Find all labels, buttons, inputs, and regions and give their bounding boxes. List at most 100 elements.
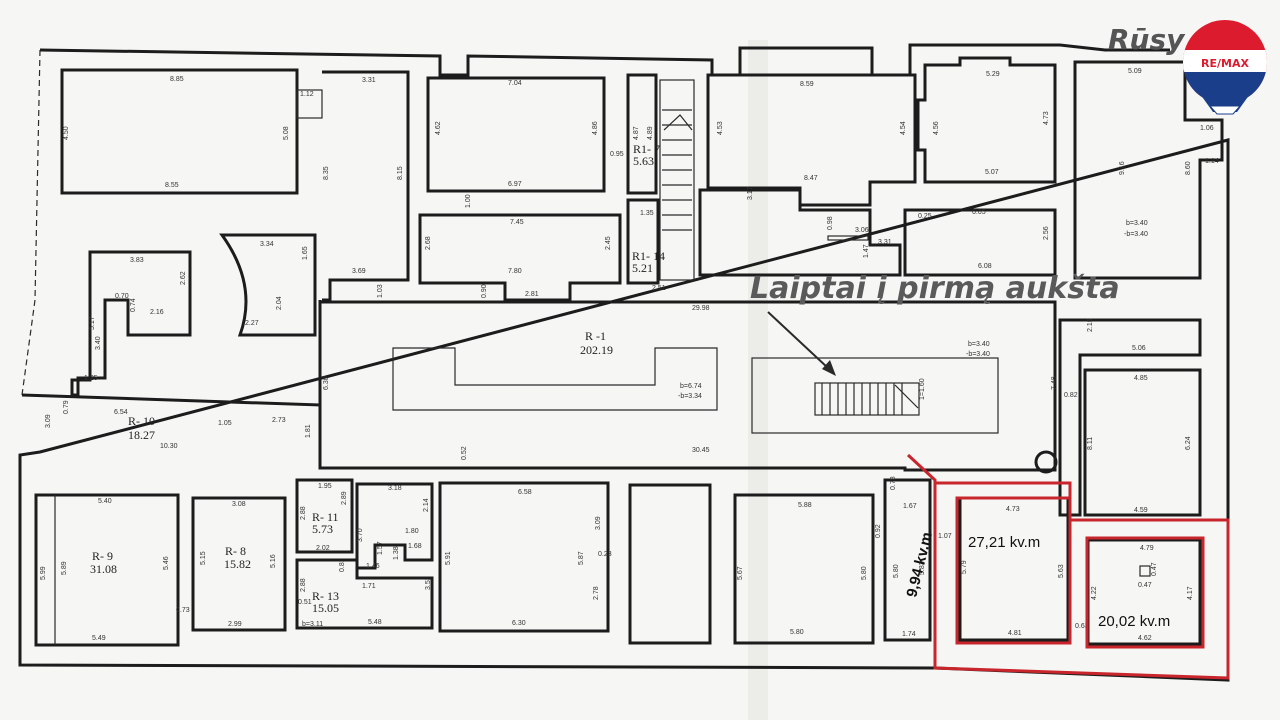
dim: 1.07 [938,533,952,540]
brand-partial-title: Rūsy [1108,23,1186,56]
dim: 1.81 [305,424,312,438]
dim: 8.35 [323,166,330,180]
room-name: R- 11 [312,510,339,524]
room-tall-left: 3.31 8.35 8.15 3.69 [322,70,410,302]
room-area: 15.05 [312,601,339,615]
dim: 7.48 [1051,376,1058,390]
dim: 7.45 [510,219,524,226]
dim: 1.25 [84,375,98,382]
stairs-center: 1=1.60 b=3.40 -b=3.40 [751,341,999,434]
dim: 6.97 [508,181,522,188]
dim: 5.80 [861,566,868,580]
remax-logo-text: RE/MAX [1201,57,1249,70]
room-area: 5.63 [633,154,654,168]
dim: 5.29 [986,71,1000,78]
dim: 2.88 [300,506,307,520]
dim: 5.80 [790,629,804,636]
dim: 2.15 [1087,318,1094,332]
room-name: R- 8 [225,544,246,558]
room-area: 18.27 [128,428,155,442]
room-far-right-top: 5.09 9.16 1.06 8.60 1.14 b=3.40 -b=3.40 [1073,60,1224,280]
dim: 8.55 [165,182,179,189]
dim: 1.80 [405,528,419,535]
room-left-mid: 3.83 2.62 5.17 3.40 0.70 0.74 2.16 1.25 [70,250,192,397]
dim: 5.83 [919,561,926,575]
dim: 2.56 [1043,226,1050,240]
room-area: 31.08 [90,562,117,576]
dim: 6.30 [512,620,526,627]
dim: 7.80 [508,268,522,275]
dim: 1.95 [318,483,332,490]
dim: 0.25 [918,213,932,220]
dim: 5.99 [40,566,47,580]
dim: 4.89 [647,126,654,140]
column-round [1034,450,1058,474]
dim: 1.38 [393,546,400,560]
dim: 4.59 [1134,507,1148,514]
dim: 2.68 [425,236,432,250]
dim: 5.91 [445,551,452,565]
room-wc: 3.18 2.14 1.80 3.70 1.57 1.38 1.68 1.46 … [339,482,434,590]
dim: 5.40 [98,498,112,505]
dim: 7.04 [508,80,522,87]
dim: 1.06 [1200,125,1214,132]
dim: 4.54 [900,121,907,135]
dim: 4.73 [1043,111,1050,125]
dim: 6.58 [518,489,532,496]
dim: 2.27 [245,320,259,327]
dim: 5.49 [92,635,106,642]
dim: 4.85 [1134,375,1148,382]
dim: 2.02 [316,545,330,552]
dim: 5.15 [200,551,207,565]
room-r17: 4.87 4.89 R1- 7 5.63 [626,73,660,195]
dim: b=6.74 [680,383,702,390]
dim: 2.04 [276,296,283,310]
dim: 3.09 [45,414,52,428]
dim: 2.99 [228,621,242,628]
dim: 3.70 [357,528,364,542]
dim: 1.46 [366,563,380,570]
dim: 2.89 [341,491,348,505]
dim: 3.40 [95,336,102,350]
room-area: 5.21 [632,261,653,275]
dim: 4.87 [633,126,640,140]
room-curved: 3.34 1.65 2.04 2.27 [219,233,317,337]
room-top-right-a: 8.59 4.53 4.54 8.47 [706,73,917,207]
dim: 4.53 [717,121,724,135]
room-narrow-corridor: 0.78 1.67 0.92 1.07 5.80 5.83 1.74 [875,476,952,642]
dim: 29.98 [692,305,710,312]
room-top-center: 7.04 4.62 4.86 6.97 0.95 [426,76,624,193]
dim: b=3.40 [1126,220,1148,227]
dim: 2.45 [605,236,612,250]
dim: 2.88 [300,578,307,592]
room-r9: 5.40 5.99 5.89 R- 9 31.08 5.46 5.49 0.73 [34,493,190,647]
room-bottom-right-a: 5.88 5.67 5.80 5.80 [733,493,875,645]
dim: 2.81 [525,291,539,298]
dim: 6.24 [1185,436,1192,450]
dim: 1.71 [362,583,376,590]
dim: 5.09 [1128,68,1142,75]
dim: 4.56 [933,121,940,135]
dim: 0.90 [481,284,488,298]
room-r13: 2.88 R- 13 15.05 0.51 b=3.11 5.48 [295,558,434,630]
dim: 5.16 [270,554,277,568]
room-r114: 1.35 R1- 14 5.21 2.51 [626,198,666,292]
dim: 1.67 [903,503,917,510]
dim: 0.47 [1138,582,1152,589]
dim: 1.14 [1205,158,1219,165]
dim: 8.11 [1087,437,1094,450]
dim: 1.65 [302,246,309,260]
dim: 8.47 [804,175,818,182]
dim: 6.54 [114,409,128,416]
area-label-2: 27,21 kv.m [968,534,1040,551]
dim: 5.67 [737,566,744,580]
dim: 2.16 [150,309,164,316]
dim: 2.62 [180,271,187,285]
dim: 5.88 [798,502,812,509]
dim: 1.00 [465,194,472,208]
room-r11: 1.95 2.88 2.89 R- 11 5.73 2.02 [295,478,354,554]
dim: 9.16 [1119,161,1126,175]
room-top-right-b: 5.29 4.56 4.73 5.07 [916,56,1057,184]
staircase-top [659,79,695,281]
dim: 0.82 [1064,392,1078,399]
